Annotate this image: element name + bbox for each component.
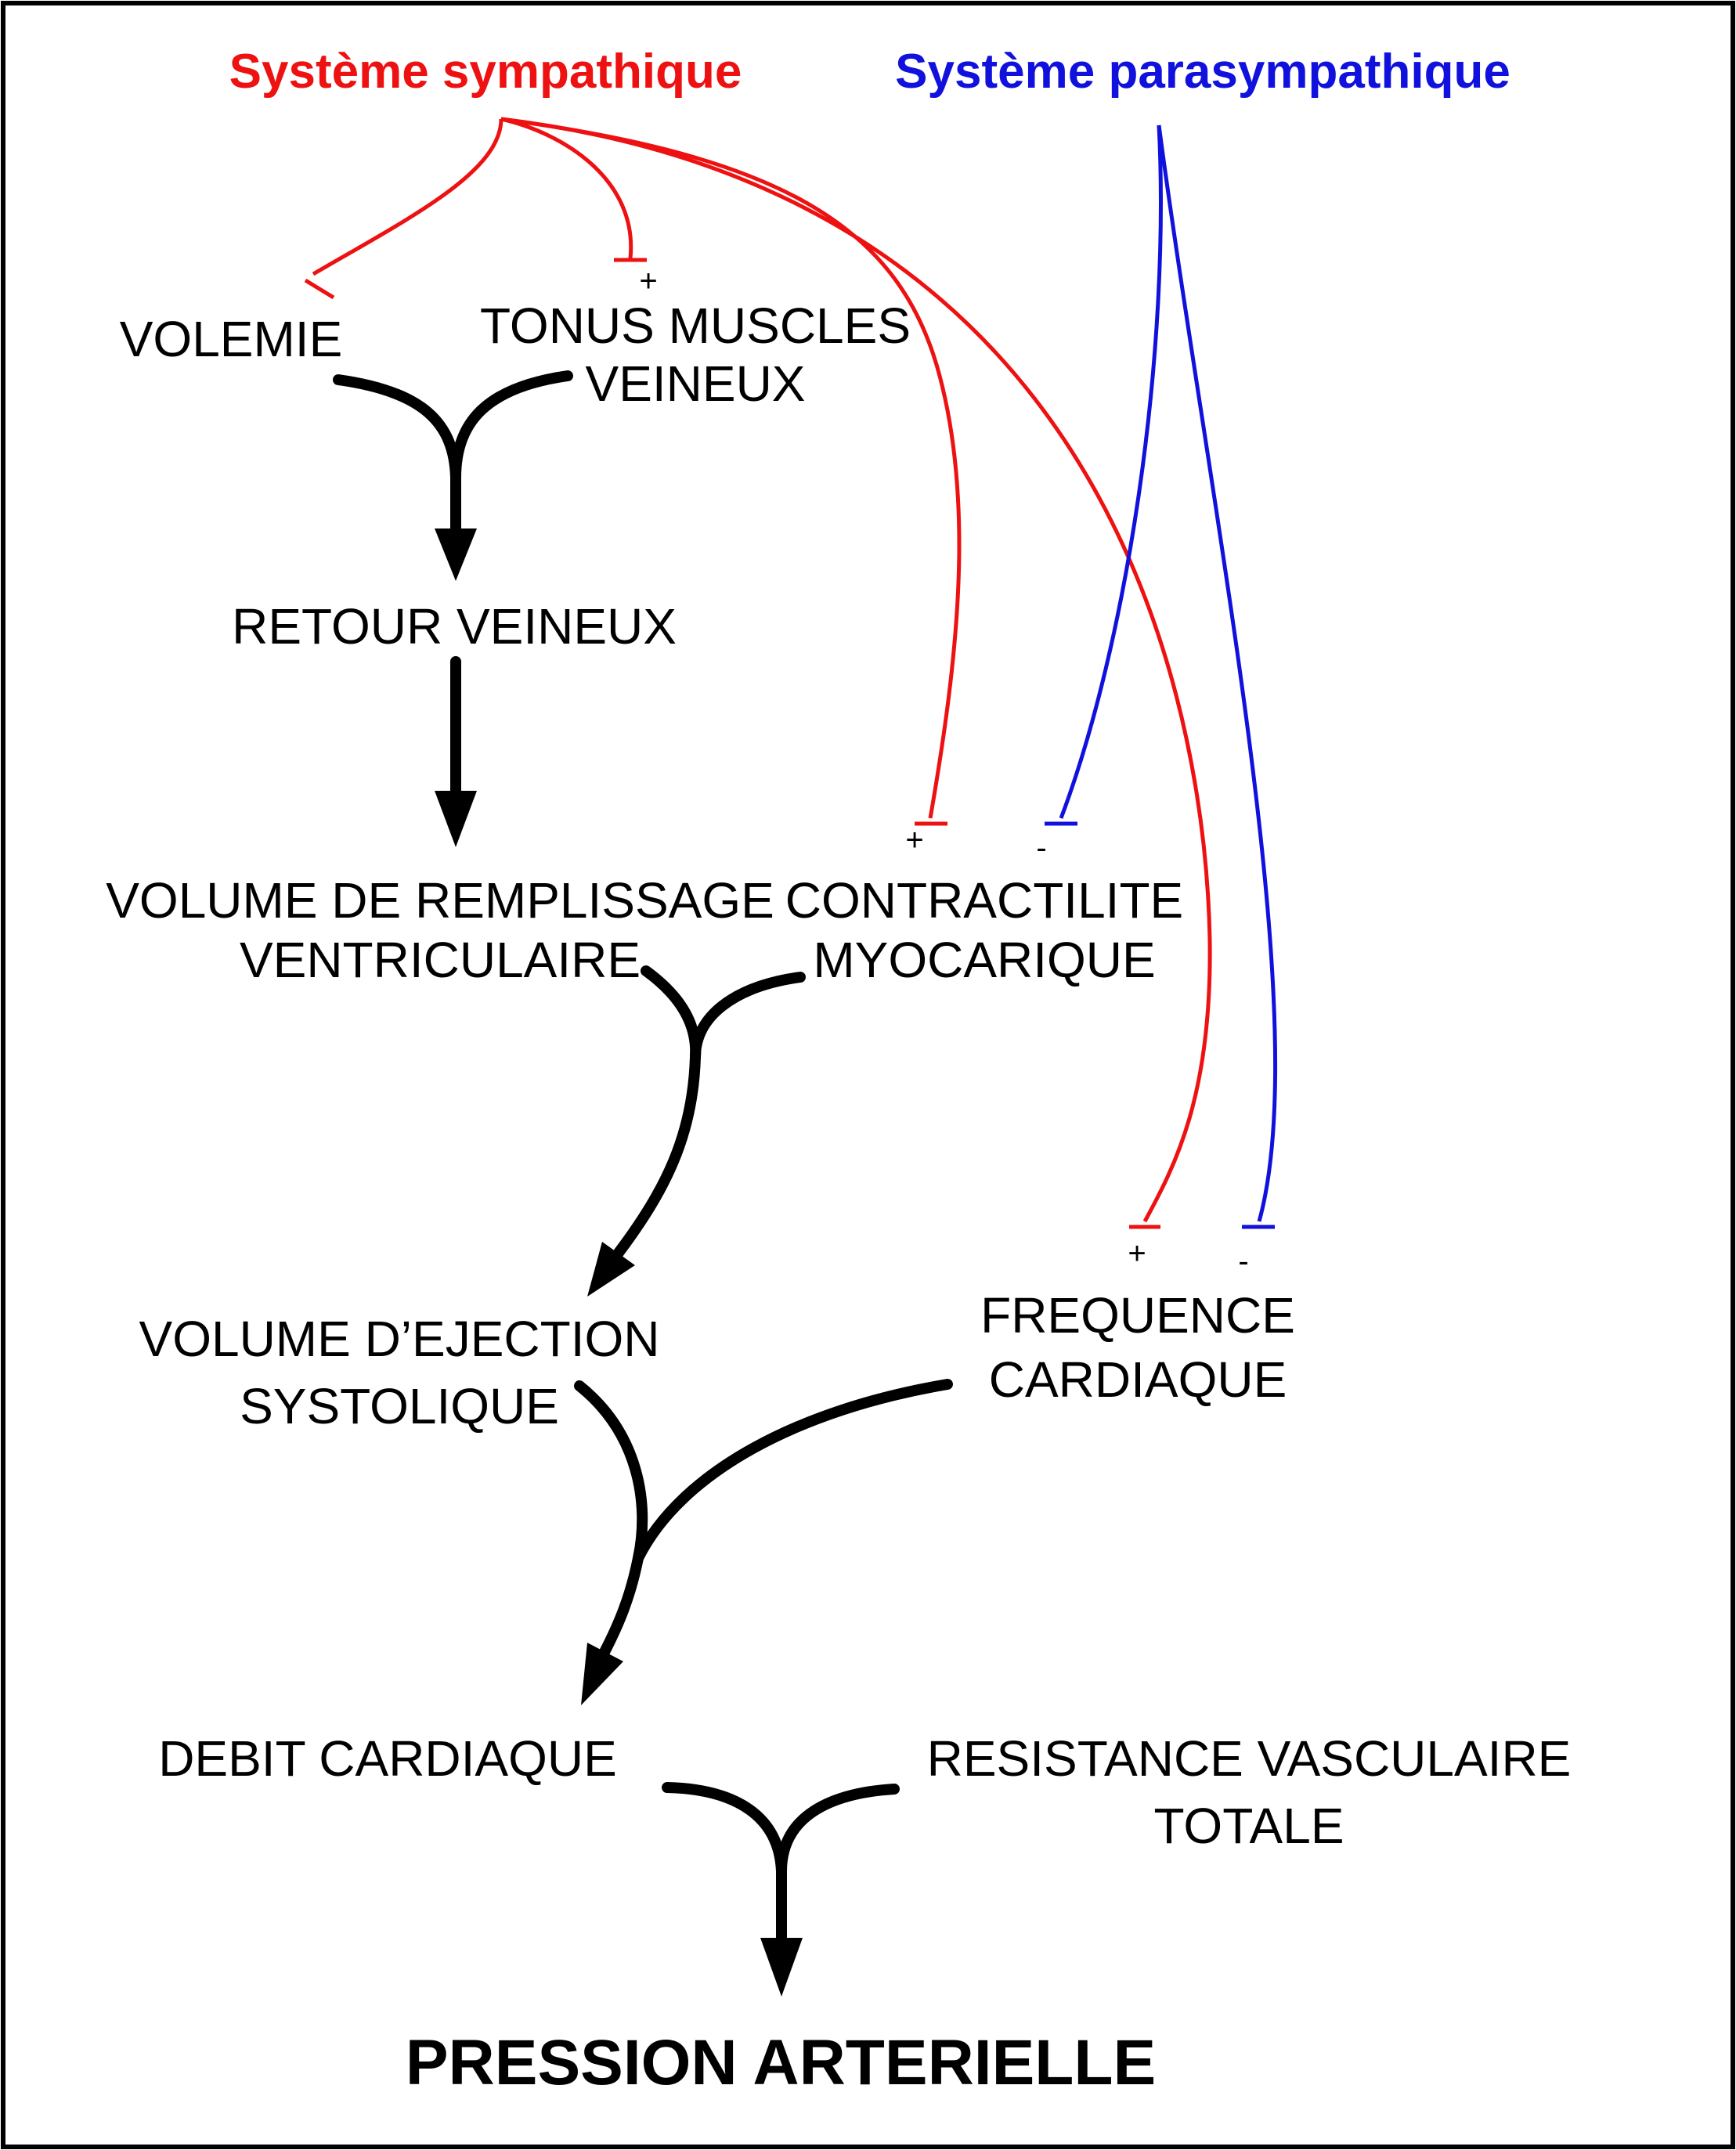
pression-arterielle-title: PRESSION ARTERIELLE [406,2027,1156,2098]
ejection-merge-arrow [574,1380,648,1564]
sympathetic-to-volemie-cap [304,278,335,300]
resistance-merge-arrow [776,1784,900,1877]
parasympathetic-to-contractilite-line [1059,124,1163,819]
tonus-node-line2: VEINEUX [586,355,806,412]
volume-ejection-node-line2: SYSTOLIQUE [240,1378,559,1434]
sympathetic-to-volemie-line [312,118,503,276]
frequence-plus-sign: + [1128,1236,1146,1271]
remplissage-arrowhead [435,791,477,847]
frequence-node-line1: FREQUENCE [980,1287,1295,1344]
sympathetic-system-label: Système sympathique [229,45,742,99]
tonus-plus-sign: + [639,264,657,298]
tonus-node-line1: TONUS MUSCLES [480,298,911,354]
ejection-arrow-shaft [613,1052,701,1258]
volemie-node: VOLEMIE [120,311,343,367]
parasympathetic-innervation [1045,124,1278,1229]
resistance-node-line2: TOTALE [1153,1798,1344,1854]
contractilite-node-line2: MYOCARIQUE [813,932,1155,988]
frequence-merge-arrow [633,1379,953,1564]
sympathetic-to-frequence-line [500,117,1212,1223]
parasympathetic-system-label: Système parasympathique [895,45,1510,99]
ejection-arrowhead [587,1242,635,1297]
resistance-node-line1: RESISTANCE VASCULAIRE [927,1730,1572,1787]
contractilite-merge-arrow [690,972,806,1062]
sympathetic-to-contractilite-line [500,117,962,819]
volume-remplissage-node-line2: VENTRICULAIRE [240,932,641,988]
contractilite-node-line1: CONTRACTILITE [785,872,1183,929]
contractilite-minus-sign: - [1036,831,1046,865]
sympathetic-innervation [304,117,1212,1229]
debit-cardiaque-node: DEBIT CARDIAQUE [158,1730,617,1787]
contractilite-plus-sign: + [905,823,923,857]
frequence-node-line2: CARDIAQUE [989,1351,1287,1408]
parasympathetic-to-frequence-line [1157,124,1278,1222]
tonus-merge-arrow [450,370,573,483]
flow-arrows [333,370,953,1997]
debit-arrow-shaft [599,1553,644,1658]
pression-arrowhead [760,1938,803,1997]
retour-veineux-node: RETOUR VEINEUX [232,598,677,655]
volume-ejection-node-line1: VOLUME D’EJECTION [139,1311,660,1367]
retour-veineux-arrowhead [435,528,477,581]
frequence-minus-sign: - [1238,1244,1248,1279]
volume-remplissage-node-line1: VOLUME DE REMPLISSAGE [106,872,774,929]
sympathetic-to-tonus-line [500,117,633,259]
debit-arrowhead [581,1643,623,1705]
